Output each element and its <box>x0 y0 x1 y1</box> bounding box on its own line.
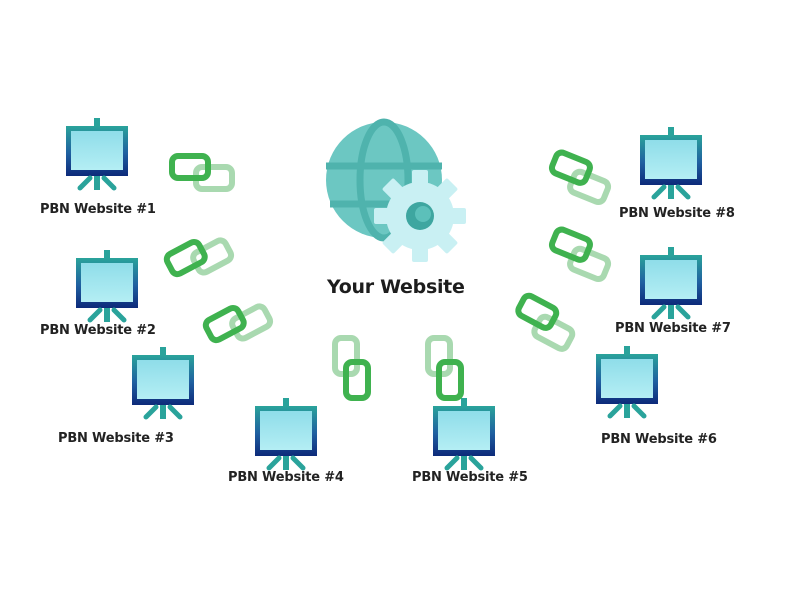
chain-link-icon <box>196 286 285 365</box>
easel-screen-icon <box>638 247 704 323</box>
chain-link-icon <box>324 330 374 404</box>
pbn-label-2: PBN Website #2 <box>40 323 156 338</box>
pbn-label-7: PBN Website #7 <box>615 321 731 336</box>
chain-link-icon <box>157 220 246 299</box>
easel-screen-icon <box>638 127 704 203</box>
pbn-label-1: PBN Website #1 <box>40 202 156 217</box>
chain-link-icon <box>417 330 467 404</box>
chain-link-icon <box>536 143 623 217</box>
easel-screen-icon <box>74 250 140 326</box>
pbn-label-8: PBN Website #8 <box>619 206 735 221</box>
center-website-label: Your Website <box>327 276 465 298</box>
easel-screen-icon <box>64 118 130 194</box>
easel-screen-icon <box>431 398 497 474</box>
easel-screen-icon <box>253 398 319 474</box>
pbn-label-4: PBN Website #4 <box>228 470 344 485</box>
chain-link-icon <box>166 150 240 200</box>
easel-screen-icon <box>594 346 660 422</box>
easel-screen-icon <box>130 347 196 423</box>
globe-gear-icon <box>322 118 472 268</box>
pbn-label-6: PBN Website #6 <box>601 432 717 447</box>
pbn-label-3: PBN Website #3 <box>58 431 174 446</box>
pbn-label-5: PBN Website #5 <box>412 470 528 485</box>
chain-link-icon <box>536 220 623 294</box>
chain-link-icon <box>501 286 590 365</box>
